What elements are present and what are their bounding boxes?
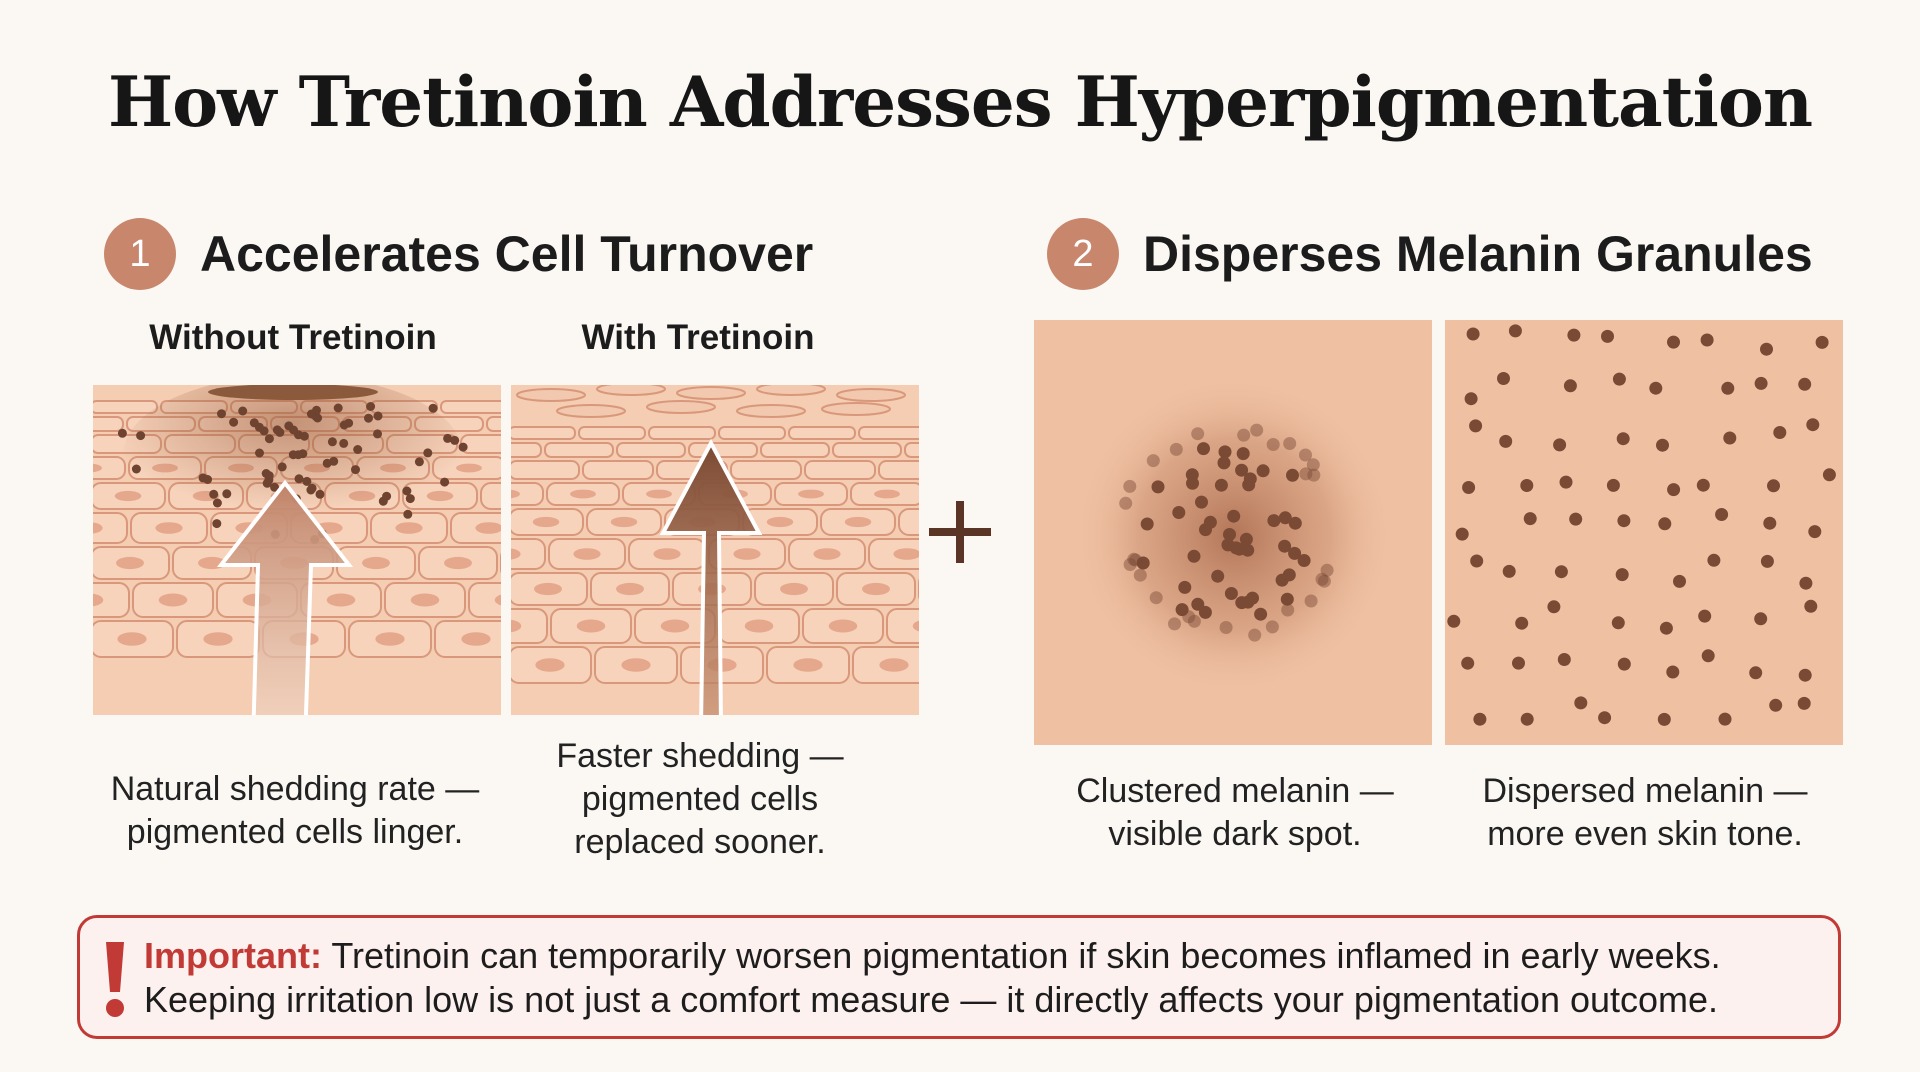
- section-header-cell-turnover: 1 Accelerates Cell Turnover: [104, 214, 813, 294]
- plus-icon: [929, 501, 991, 563]
- caption-line: pigmented cells linger.: [126, 813, 464, 851]
- exclamation-icon: [106, 942, 124, 1017]
- warning-text: Important: Tretinoin can temporarily wor…: [144, 934, 1721, 1022]
- clustered-melanin-illustration: [1034, 320, 1432, 745]
- section-number-badge: 2: [1047, 218, 1119, 290]
- caption-line: pigmented cells: [581, 780, 819, 818]
- panel-title-with: With Tretinoin: [581, 318, 815, 357]
- up-arrow-icon: [216, 479, 354, 715]
- skin-layers-without-tretinoin: [93, 385, 501, 715]
- caption-line: more even skin tone.: [1487, 815, 1803, 853]
- page-title: How Tretinoin Addresses Hyperpigmentatio…: [107, 62, 1813, 143]
- caption-line: Faster shedding —: [556, 737, 844, 775]
- section-header-melanin: 2 Disperses Melanin Granules: [1047, 214, 1813, 294]
- warning-line-1: Tretinoin can temporarily worsen pigment…: [321, 935, 1721, 976]
- caption-line: Dispersed melanin —: [1482, 772, 1808, 810]
- caption-clustered-melanin: Clustered melanin — visible dark spot.: [1010, 770, 1460, 856]
- section-title: Disperses Melanin Granules: [1143, 226, 1813, 282]
- skin-layers-with-tretinoin: [511, 385, 919, 715]
- section-title: Accelerates Cell Turnover: [200, 226, 814, 282]
- warning-label: Important:: [144, 935, 322, 976]
- caption-with-tretinoin: Faster shedding — pigmented cells replac…: [480, 735, 920, 864]
- up-arrow-icon: [659, 438, 763, 715]
- dispersed-melanin-illustration: [1445, 320, 1843, 745]
- section-number-badge: 1: [104, 218, 176, 290]
- warning-line-2: Keeping irritation low is not just a com…: [144, 979, 1719, 1020]
- caption-line: Natural shedding rate —: [110, 770, 480, 808]
- caption-line: visible dark spot.: [1108, 815, 1362, 853]
- caption-line: Clustered melanin —: [1076, 772, 1394, 810]
- caption-dispersed-melanin: Dispersed melanin — more even skin tone.: [1420, 770, 1870, 856]
- important-warning-box: Important: Tretinoin can temporarily wor…: [77, 915, 1841, 1039]
- panel-title-without: Without Tretinoin: [149, 318, 437, 357]
- caption-without-tretinoin: Natural shedding rate — pigmented cells …: [60, 768, 530, 854]
- caption-line: replaced sooner.: [574, 823, 826, 861]
